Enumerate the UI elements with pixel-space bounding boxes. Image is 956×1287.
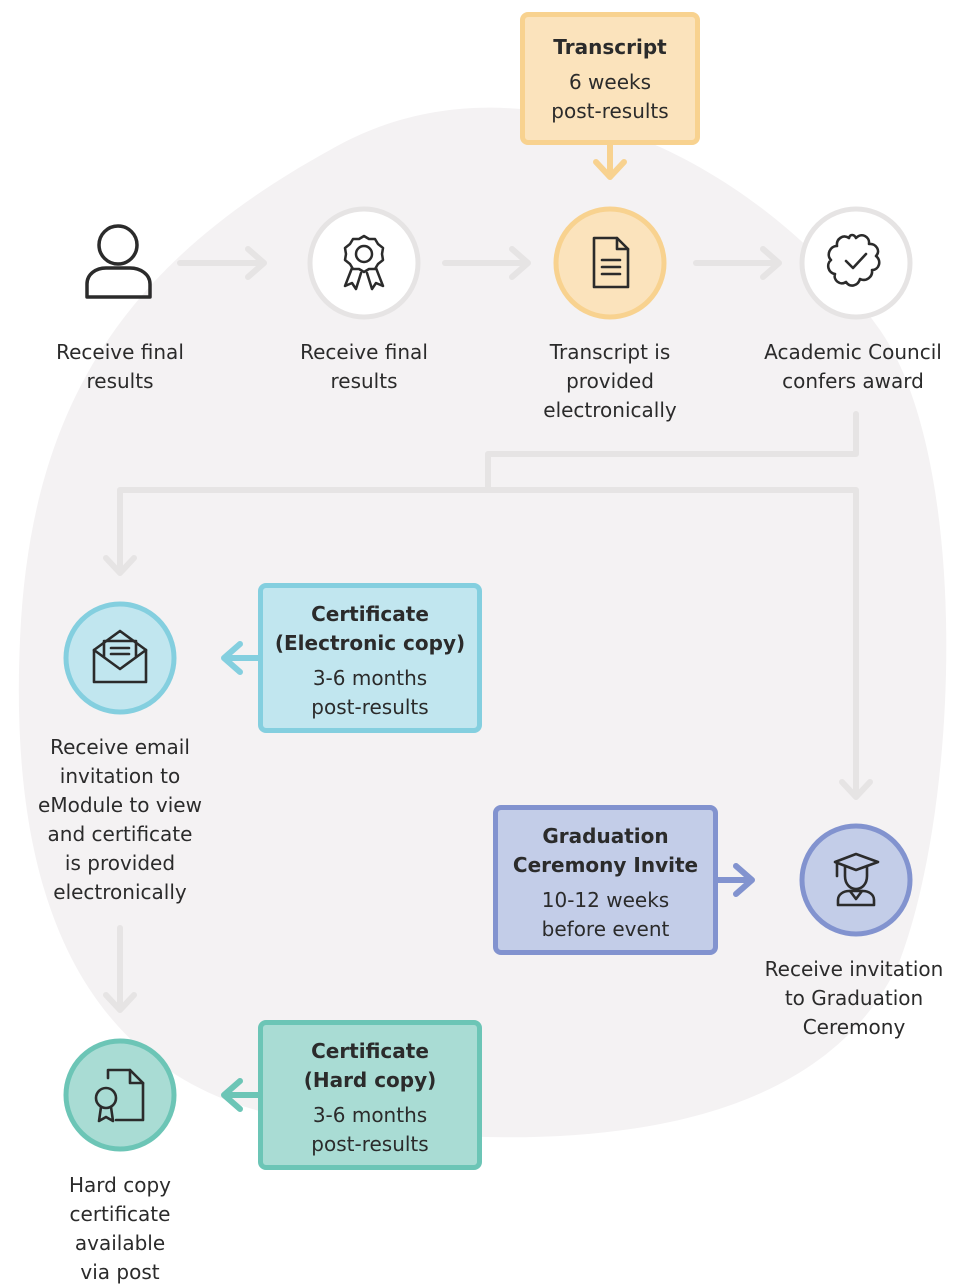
- arrow-electronic-to-step5: [221, 641, 261, 675]
- step1-label: Receive final results: [56, 340, 184, 393]
- step7-label: Hard copy certificate available via post: [69, 1173, 171, 1284]
- hardcopy-certificate-box-subtitle: 3-6 months post-results: [311, 1103, 429, 1156]
- user-icon: [85, 224, 152, 299]
- open-envelope-icon: [92, 629, 148, 684]
- step7-circle: [63, 1038, 177, 1152]
- document-icon: [592, 236, 630, 289]
- arrow-graduation-to-step6: [715, 863, 755, 897]
- step3-label: Transcript is provided electronically: [543, 340, 677, 422]
- step6-circle: [799, 823, 913, 937]
- step3-circle: [553, 206, 667, 320]
- transcript-box-title: Transcript: [553, 35, 667, 59]
- electronic-certificate-box-subtitle: 3-6 months post-results: [311, 666, 429, 719]
- arrow-step2-to-step3: [442, 246, 531, 280]
- branch-connector: [103, 411, 873, 800]
- electronic-certificate-box-title: Certificate (Electronic copy): [274, 602, 466, 655]
- verified-badge-icon: [826, 233, 881, 287]
- arrow-hardcopy-to-step7: [221, 1078, 261, 1112]
- arrow-step3-to-step4: [693, 246, 782, 280]
- step6-label: Receive invitation to Graduation Ceremon…: [764, 957, 944, 1039]
- step4-label: Academic Council confers award: [764, 340, 942, 393]
- transcript-box-subtitle: 6 weeks post-results: [551, 70, 669, 123]
- graduation-invite-box-subtitle: 10-12 weeks before event: [541, 888, 670, 941]
- certificate-document-icon: [94, 1068, 145, 1123]
- award-ribbon-icon: [343, 234, 385, 291]
- arrow-transcript-to-step3: [593, 142, 627, 180]
- graduation-invite-box-title: Graduation Ceremony Invite: [512, 824, 699, 877]
- arrow-step1-to-step2: [177, 246, 267, 280]
- step5-label: Receive email invitation to eModule to v…: [38, 735, 202, 904]
- step2-label: Receive final results: [300, 340, 428, 393]
- transcript-info-box: Transcript 6 weeks post-results: [520, 12, 700, 145]
- graduate-icon: [833, 852, 880, 907]
- step5-circle: [63, 601, 177, 715]
- arrow-step5-to-step7: [103, 925, 137, 1013]
- hardcopy-certificate-info-box: Certificate (Hard copy) 3-6 months post-…: [258, 1020, 482, 1170]
- graduation-invite-info-box: Graduation Ceremony Invite 10-12 weeks b…: [493, 805, 718, 955]
- electronic-certificate-info-box: Certificate (Electronic copy) 3-6 months…: [258, 583, 482, 733]
- hardcopy-certificate-box-title: Certificate (Hard copy): [303, 1039, 437, 1092]
